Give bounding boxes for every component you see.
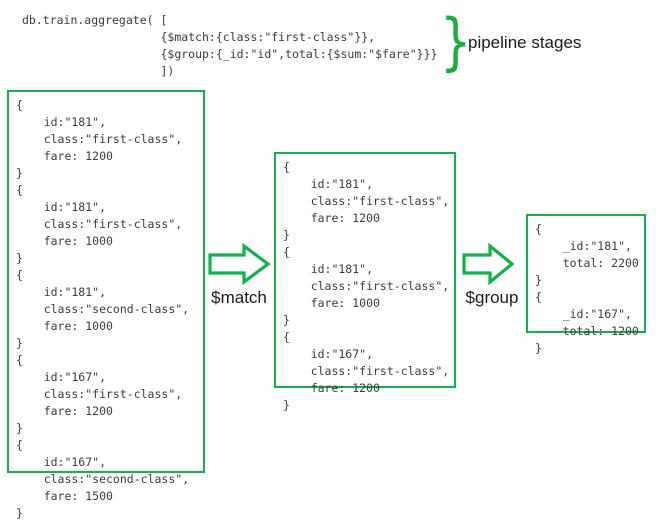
group-output-box: { _id:"181", total: 2200 } { _id:"167", … [526,214,646,355]
input-documents-box: { id:"181", class:"first-class", fare: 1… [7,90,205,520]
group-stage-arrow [462,243,514,285]
group-output-text: { _id:"181", total: 2200 } { _id:"167", … [535,222,639,355]
right-block-arrow-icon [208,243,270,285]
group-stage-label: $group [465,288,519,307]
pipeline-stages-label: pipeline stages [468,33,582,52]
right-block-arrow-icon [462,243,514,285]
match-stage-arrow [208,243,270,285]
match-stage-label: $match [211,288,267,307]
match-output-text: { id:"181", class:"first-class", fare: 1… [283,160,450,412]
diagram-canvas: db.train.aggregate( [ {$match:{class:"fi… [7,5,646,520]
pipeline-brace-icon: } [440,5,472,78]
aggregate-query-code: db.train.aggregate( [ {$match:{class:"fi… [22,13,438,78]
match-output-box: { id:"181", class:"first-class", fare: 1… [274,152,456,412]
input-documents-text: { id:"181", class:"first-class", fare: 1… [16,98,190,520]
